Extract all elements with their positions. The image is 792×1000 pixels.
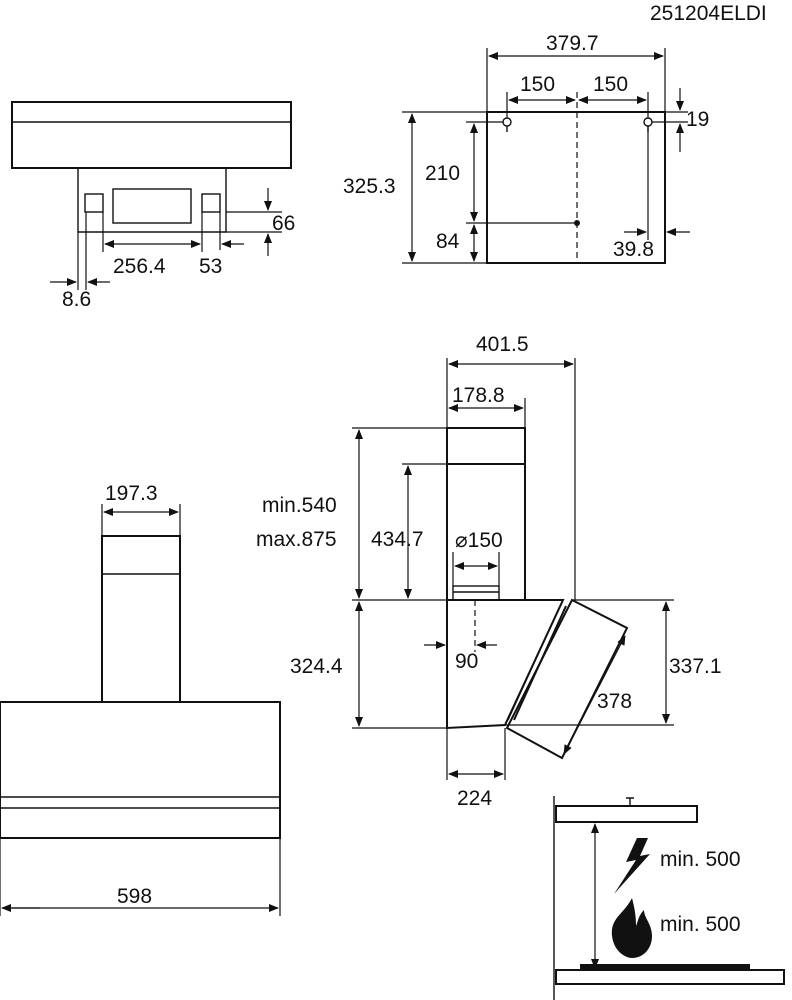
dim-panel-height: 337.1 bbox=[669, 655, 722, 678]
clearance-electric: min. 500 bbox=[660, 848, 741, 871]
side-chimney-top bbox=[446, 427, 526, 465]
front-chimney bbox=[101, 535, 181, 703]
dim-hole-to-center: 210 bbox=[425, 162, 460, 185]
dim-front-width: 598 bbox=[117, 885, 152, 908]
dim-hole-spacing-right: 150 bbox=[593, 73, 628, 96]
dim-bracket-height: 325.3 bbox=[343, 175, 396, 198]
front-view: 197.3 598 bbox=[0, 482, 281, 916]
dim-center-to-bottom: 84 bbox=[436, 230, 460, 253]
dim-underside-gap: 66 bbox=[272, 212, 295, 235]
clearance-gas: min. 500 bbox=[660, 913, 741, 936]
mounting-bracket-view: 379.7 150 150 19 325.3 210 84 39.8 bbox=[343, 32, 709, 264]
model-code: 251204ELDI bbox=[650, 2, 767, 25]
underside-view: 66 256.4 53 8.6 bbox=[11, 101, 295, 311]
side-view: 401.5 178.8 min.540 max.875 434.7 ⌀150 9… bbox=[256, 333, 722, 810]
control-window bbox=[112, 188, 192, 224]
flame-icon bbox=[611, 898, 652, 958]
dim-chimney-inner: 434.7 bbox=[371, 528, 424, 551]
dim-panel-length: 378 bbox=[597, 690, 632, 713]
dim-hole-spacing-left: 150 bbox=[520, 73, 555, 96]
dim-duct-offset: 90 bbox=[455, 650, 478, 673]
dim-body-height: 324.4 bbox=[290, 655, 343, 678]
dim-bottom-depth: 224 bbox=[457, 787, 492, 810]
clearance-cooktop bbox=[555, 969, 785, 985]
clearance-diagram: min. 500 min. 500 bbox=[553, 796, 785, 1000]
screw-hole-left bbox=[502, 117, 512, 127]
dim-underside-width: 256.4 bbox=[113, 255, 166, 278]
dim-side-chimney: 178.8 bbox=[452, 384, 505, 407]
duct-outlet bbox=[452, 585, 500, 601]
center-point bbox=[574, 220, 580, 226]
lightning-icon bbox=[614, 838, 650, 894]
clearance-hood bbox=[555, 805, 698, 823]
screw-hole-right bbox=[643, 117, 653, 127]
dim-top-width: 379.7 bbox=[546, 32, 599, 55]
dim-side-depth: 401.5 bbox=[476, 333, 529, 356]
mount-hole-right bbox=[201, 193, 221, 213]
dim-duct: ⌀150 bbox=[455, 529, 503, 552]
mount-hole-left bbox=[84, 193, 104, 213]
dim-chimney-min: min.540 bbox=[262, 494, 337, 517]
dim-underside-side: 53 bbox=[199, 255, 222, 278]
front-hood-body bbox=[0, 701, 281, 839]
dim-front-chimney: 197.3 bbox=[105, 482, 158, 505]
dim-right-offset: 39.8 bbox=[613, 238, 654, 261]
dim-hole-offset-top: 19 bbox=[686, 108, 709, 131]
side-glass-panel bbox=[505, 598, 629, 760]
dim-chimney-max: max.875 bbox=[256, 528, 337, 551]
dim-underside-edge: 8.6 bbox=[62, 288, 91, 311]
